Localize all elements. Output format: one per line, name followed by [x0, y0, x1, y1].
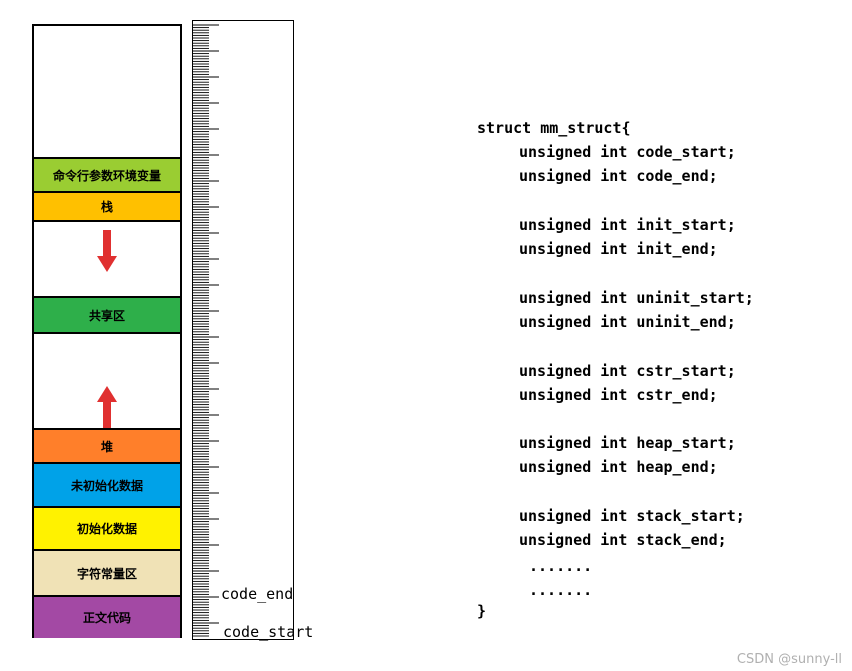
- struct-close: }: [477, 602, 487, 620]
- segment-text: 正文代码: [34, 595, 180, 638]
- up-arrow-icon: [97, 386, 117, 428]
- ellipsis-1: .......: [529, 557, 593, 575]
- field-uninit-start: unsigned int uninit_start;: [519, 289, 754, 307]
- field-init-start: unsigned int init_start;: [519, 216, 736, 234]
- field-heap-start: unsigned int heap_start;: [519, 434, 736, 452]
- watermark: CSDN @sunny-ll: [736, 652, 842, 667]
- field-code-end: unsigned int code_end;: [519, 167, 718, 185]
- field-cstr-end: unsigned int cstr_end;: [519, 386, 718, 404]
- code-start-label: code_start: [223, 623, 314, 641]
- field-stack-start: unsigned int stack_start;: [519, 507, 745, 525]
- stack-growth-area: [34, 220, 180, 296]
- memory-layout: 命令行参数环境变量 栈 共享区 堆 未初始化数据 初始化数据 字符常量区 正文代…: [32, 24, 182, 638]
- field-cstr-start: unsigned int cstr_start;: [519, 362, 736, 380]
- segment-bss: 未初始化数据: [34, 462, 180, 506]
- field-stack-end: unsigned int stack_end;: [519, 531, 727, 549]
- struct-open: struct mm_struct{: [477, 119, 631, 137]
- segment-heap: 堆: [34, 428, 180, 462]
- heap-growth-area: [34, 332, 180, 428]
- field-uninit-end: unsigned int uninit_end;: [519, 313, 736, 331]
- down-arrow-icon: [97, 230, 117, 272]
- segment-shared: 共享区: [34, 296, 180, 332]
- ellipsis-2: .......: [529, 581, 593, 599]
- field-heap-end: unsigned int heap_end;: [519, 458, 718, 476]
- segment-args-env: 命令行参数环境变量: [34, 157, 180, 191]
- address-scale: [192, 20, 294, 640]
- field-code-start: unsigned int code_start;: [519, 143, 736, 161]
- segment-rodata: 字符常量区: [34, 549, 180, 595]
- segment-data: 初始化数据: [34, 506, 180, 549]
- address-ticks: [193, 24, 219, 637]
- code-end-label: code_end: [221, 585, 294, 603]
- field-init-end: unsigned int init_end;: [519, 240, 718, 258]
- segment-stack: 栈: [34, 191, 180, 220]
